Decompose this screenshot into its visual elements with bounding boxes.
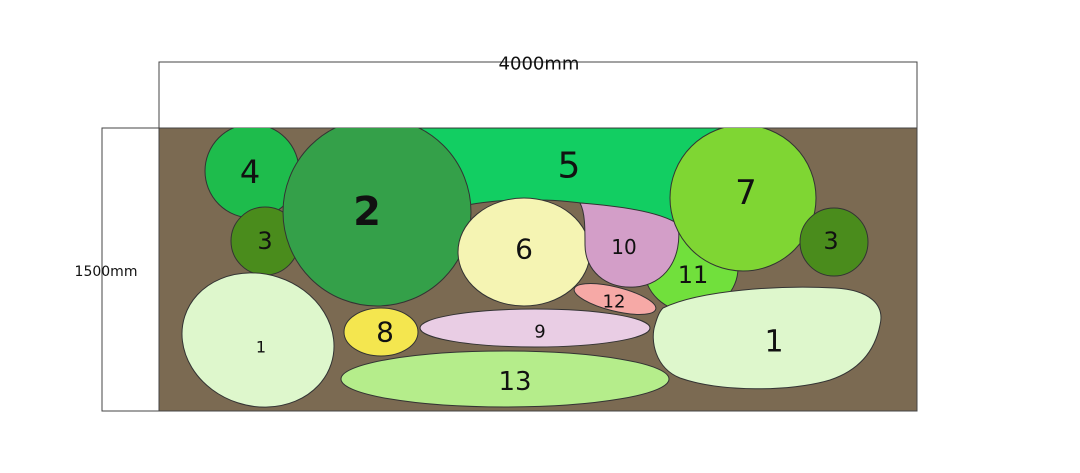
plant-1-right bbox=[652, 286, 882, 390]
height-label: 1500mm bbox=[75, 264, 138, 280]
plant-3-right bbox=[799, 207, 869, 277]
plant-label-2: 2 bbox=[353, 189, 381, 235]
plant-label-9: 9 bbox=[534, 322, 545, 343]
plant-label-4: 4 bbox=[240, 153, 260, 191]
plant-label-12: 12 bbox=[603, 292, 626, 313]
plant-label-8: 8 bbox=[376, 316, 394, 349]
plant-13 bbox=[340, 350, 670, 408]
plant-9 bbox=[419, 308, 651, 348]
plant-8 bbox=[343, 307, 419, 357]
plant-label-5: 5 bbox=[558, 146, 581, 187]
plant-10 bbox=[579, 202, 680, 288]
plant-label-7: 7 bbox=[735, 173, 757, 213]
plant-12 bbox=[573, 283, 657, 315]
width-label: 4000mm bbox=[499, 54, 580, 75]
plant-2 bbox=[282, 128, 472, 307]
plant-1-left bbox=[181, 272, 335, 408]
plant-label-3-left: 3 bbox=[257, 227, 272, 255]
plant-label-6: 6 bbox=[515, 233, 533, 266]
plant-label-11: 11 bbox=[678, 261, 709, 289]
plant-label-1-left: 1 bbox=[256, 338, 266, 357]
plant-label-10: 10 bbox=[611, 235, 636, 259]
plant-7 bbox=[669, 128, 817, 272]
plant-label-13: 13 bbox=[498, 367, 531, 397]
plant-label-1-right: 1 bbox=[764, 325, 783, 360]
plant-label-3-right: 3 bbox=[823, 227, 838, 255]
